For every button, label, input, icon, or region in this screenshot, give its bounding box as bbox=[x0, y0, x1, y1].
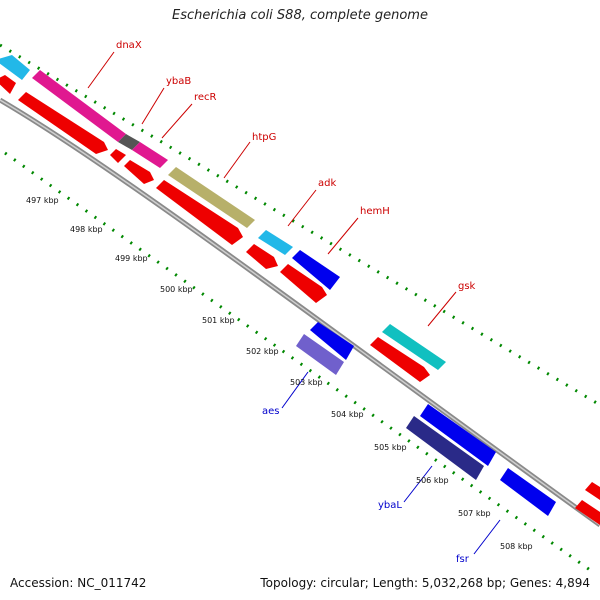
outer-tick-ring bbox=[0, 43, 600, 407]
kbp-tick: 508 kbp bbox=[500, 542, 533, 551]
gene-aes[interactable] bbox=[296, 334, 344, 375]
gene-red-dnax[interactable] bbox=[18, 92, 108, 154]
label-ybal: ybaL bbox=[378, 500, 402, 511]
gene-red-right[interactable] bbox=[575, 500, 600, 525]
leader-recr bbox=[161, 103, 193, 139]
gene-red-gsk[interactable] bbox=[370, 337, 430, 382]
label-adk: adk bbox=[318, 178, 336, 189]
kbp-tick: 501 kbp bbox=[202, 316, 235, 325]
gene-gray[interactable] bbox=[118, 134, 140, 150]
kbp-tick: 506 kbp bbox=[416, 476, 449, 485]
leader-dnax bbox=[87, 51, 115, 89]
gene-ybab[interactable] bbox=[132, 142, 168, 168]
kbp-tick: 500 kbp bbox=[160, 285, 193, 294]
gene-cyan-1[interactable] bbox=[0, 55, 30, 80]
gene-aes-outer[interactable] bbox=[310, 322, 354, 360]
kbp-tick: 499 kbp bbox=[115, 254, 148, 263]
label-recr: recR bbox=[194, 92, 217, 103]
gene-ybal[interactable] bbox=[406, 416, 484, 480]
leader-htpg bbox=[223, 141, 251, 179]
leader-adk bbox=[287, 189, 317, 227]
gene-blue-505[interactable] bbox=[420, 404, 496, 466]
leader-aes bbox=[281, 371, 309, 409]
label-hemh: hemH bbox=[360, 206, 390, 217]
genome-backbone bbox=[0, 97, 600, 528]
inner-tick-ring bbox=[4, 151, 591, 572]
gene-red-hemh[interactable] bbox=[280, 264, 327, 303]
gene-track-inner bbox=[0, 75, 600, 525]
kbp-tick: 503 kbp bbox=[290, 378, 323, 387]
gene-track-reverse bbox=[296, 322, 556, 516]
label-gsk: gsk bbox=[458, 281, 476, 292]
gene-gsk[interactable] bbox=[382, 324, 446, 370]
gene-red-small[interactable] bbox=[110, 149, 126, 163]
leader-ybab bbox=[141, 87, 165, 125]
gene-red-adk[interactable] bbox=[246, 244, 278, 269]
gene-red-htpg[interactable] bbox=[156, 180, 243, 245]
accession-text: Accession: NC_011742 bbox=[10, 576, 147, 590]
genome-summary-text: Topology: circular; Length: 5,032,268 bp… bbox=[260, 576, 590, 590]
leader-fsr bbox=[473, 519, 501, 555]
label-fsr: fsr bbox=[456, 554, 470, 565]
leader-ybal bbox=[403, 465, 433, 503]
kbp-tick: 505 kbp bbox=[374, 443, 407, 452]
gene-red-1[interactable] bbox=[0, 75, 16, 94]
leader-gsk bbox=[427, 291, 457, 327]
gene-dnax[interactable] bbox=[32, 70, 126, 142]
leader-hemh bbox=[327, 217, 359, 255]
label-dnax: dnaX bbox=[116, 40, 142, 51]
gene-track-outer bbox=[0, 55, 600, 500]
gene-fsr[interactable] bbox=[500, 468, 556, 516]
kbp-tick: 498 kbp bbox=[70, 225, 103, 234]
label-ybab: ybaB bbox=[166, 76, 191, 87]
label-aes: aes bbox=[262, 406, 280, 417]
kbp-tick: 502 kbp bbox=[246, 347, 279, 356]
gene-htpg[interactable] bbox=[168, 167, 255, 228]
kbp-tick: 497 kbp bbox=[26, 196, 59, 205]
kbp-tick: 507 kbp bbox=[458, 509, 491, 518]
kbp-tick: 504 kbp bbox=[331, 410, 364, 419]
label-htpg: htpG bbox=[252, 132, 276, 143]
gene-hemh[interactable] bbox=[292, 250, 340, 290]
gene-red-recr[interactable] bbox=[124, 160, 154, 184]
gene-right-red[interactable] bbox=[585, 482, 600, 500]
gene-adk[interactable] bbox=[258, 230, 293, 255]
map-title: Escherichia coli S88, complete genome bbox=[172, 8, 428, 23]
